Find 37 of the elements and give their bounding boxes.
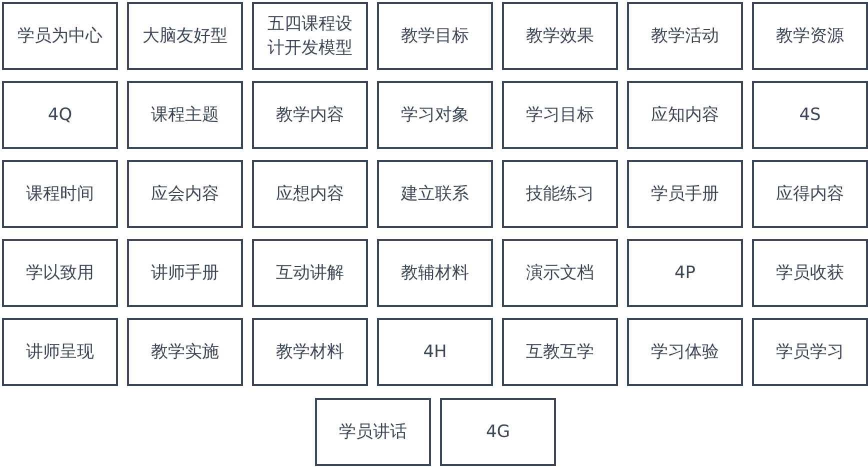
term-box: 应会内容 [127,160,243,228]
term-box: 4S [752,81,868,149]
term-box: 4P [627,239,743,307]
term-box: 学习目标 [502,81,618,149]
term-box: 学以致用 [2,239,118,307]
term-box: 教学内容 [252,81,368,149]
term-box: 教学实施 [127,318,243,386]
term-box: 学习对象 [377,81,493,149]
term-box: 技能练习 [502,160,618,228]
term-box: 学员学习 [752,318,868,386]
term-box: 讲师手册 [127,239,243,307]
term-box: 学员为中心 [2,2,118,70]
term-box: 演示文档 [502,239,618,307]
term-box: 课程时间 [2,160,118,228]
term-box: 五四课程设计开发模型 [252,2,368,70]
term-box: 教学资源 [752,2,868,70]
term-box: 互教互学 [502,318,618,386]
term-box: 互动讲解 [252,239,368,307]
term-box: 课程主题 [127,81,243,149]
term-box: 教学目标 [377,2,493,70]
term-box: 教学材料 [252,318,368,386]
term-box: 讲师呈现 [2,318,118,386]
term-box: 应知内容 [627,81,743,149]
term-box: 大脑友好型 [127,2,243,70]
term-box: 学员讲话 [315,398,431,466]
term-box: 教学效果 [502,2,618,70]
term-box: 教辅材料 [377,239,493,307]
term-box: 应想内容 [252,160,368,228]
term-box: 建立联系 [377,160,493,228]
term-box: 4H [377,318,493,386]
term-box: 4G [440,398,556,466]
term-box: 应得内容 [752,160,868,228]
term-box: 学员收获 [752,239,868,307]
term-box: 学习体验 [627,318,743,386]
term-box: 教学活动 [627,2,743,70]
term-box: 学员手册 [627,160,743,228]
term-box: 4Q [2,81,118,149]
